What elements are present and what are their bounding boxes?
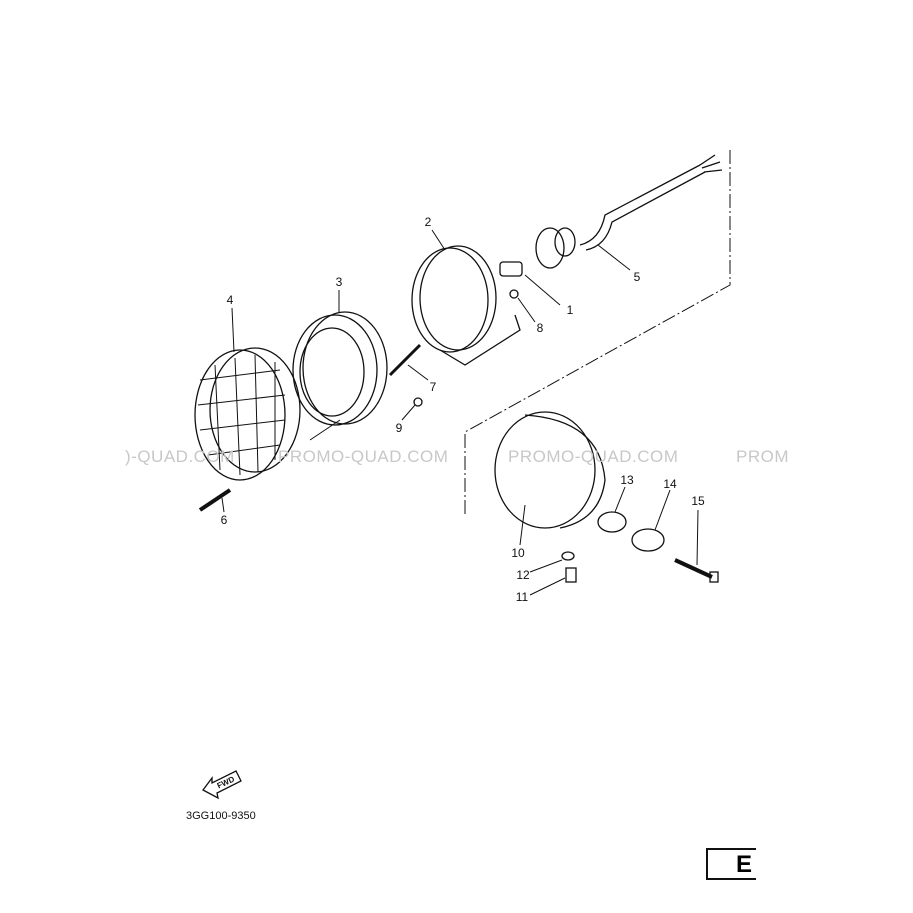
part-label-13: 13: [620, 473, 634, 487]
part-label-12: 12: [516, 568, 530, 582]
housing-part-10: [494, 411, 606, 529]
assembly-guide-lines: [309, 150, 731, 515]
lens-unit-part-2: [411, 245, 521, 366]
leader-lines: [221, 229, 699, 596]
part-label-10: 10: [511, 546, 525, 560]
screw-part-11: [565, 567, 577, 583]
section-letter-box: E: [706, 848, 756, 880]
watermark: )-QUAD.COM: [125, 447, 235, 466]
nut-part-8: [509, 289, 519, 299]
part-label-3: 3: [335, 275, 343, 289]
fwd-arrow-icon: [202, 770, 242, 800]
part-label-6: 6: [220, 513, 228, 527]
section-letter: E: [736, 851, 753, 878]
bolt-part-15: [674, 558, 719, 583]
part-label-11: 11: [515, 590, 529, 604]
washer-part-12: [561, 551, 575, 561]
socket-harness-part-5: [535, 154, 723, 269]
part-label-9: 9: [395, 421, 403, 435]
watermark: PROMO-QUAD.COM: [508, 447, 679, 466]
watermark: PROMO-QUAD.COM: [278, 447, 449, 466]
adjust-screw-part-7: [388, 343, 422, 377]
bulb-part-1: [499, 261, 523, 277]
part-label-7: 7: [429, 380, 437, 394]
part-label-15: 15: [691, 494, 705, 508]
screw-part-9: [413, 397, 423, 407]
screw-part-6: [198, 488, 232, 512]
part-label-4: 4: [226, 293, 234, 307]
watermark: PROM: [736, 447, 789, 466]
part-label-14: 14: [663, 477, 677, 491]
part-label-1: 1: [566, 303, 574, 317]
grille-guard-part-4: [194, 347, 301, 481]
cap-part-14: [631, 528, 665, 552]
diagram-code: 3GG100-9350: [186, 810, 256, 822]
grommet-part-13: [597, 511, 627, 533]
rim-part-3: [292, 311, 388, 426]
part-label-8: 8: [536, 321, 544, 335]
part-label-2: 2: [424, 215, 432, 229]
part-label-5: 5: [633, 270, 641, 284]
